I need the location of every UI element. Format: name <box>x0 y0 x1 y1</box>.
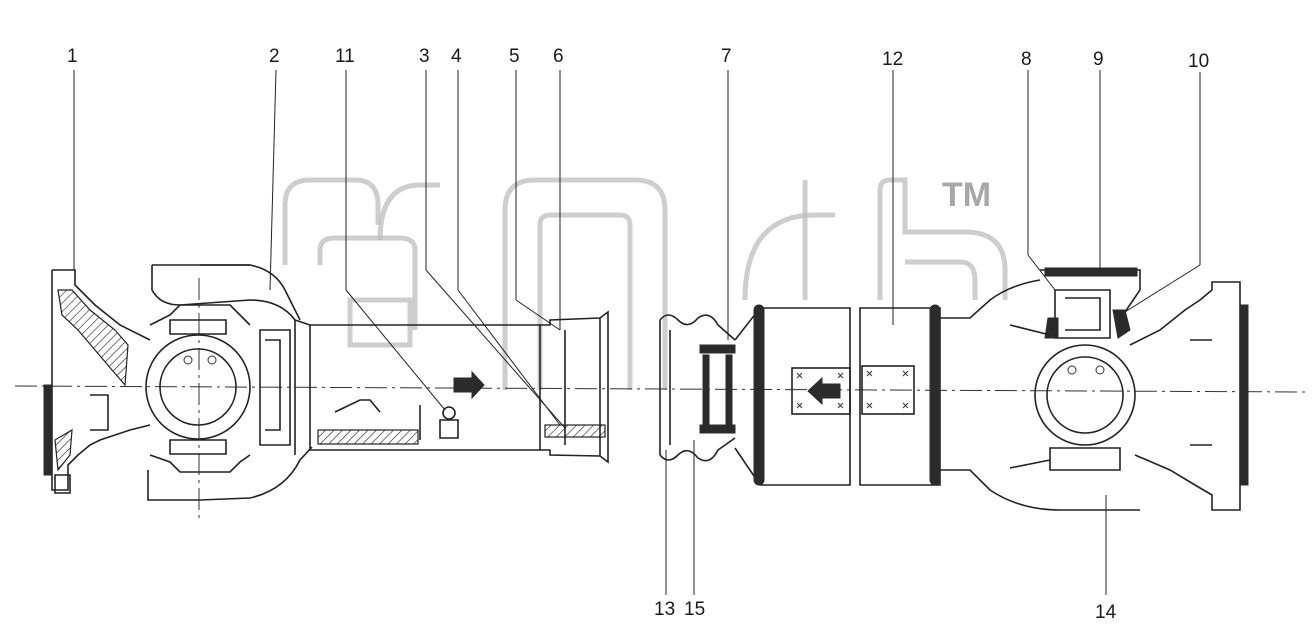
callout-15: 15 <box>684 599 705 620</box>
callout-labels: 1 2 11 3 4 5 6 7 12 8 9 10 13 15 14 <box>67 46 1209 623</box>
watermark: TM <box>282 176 1008 390</box>
center-tube <box>734 304 941 486</box>
left-flange-yoke <box>43 269 151 494</box>
slip-yoke <box>147 264 313 501</box>
trademark-mark: TM <box>942 176 991 214</box>
leader-lines <box>73 69 1201 595</box>
callout-10: 10 <box>1188 51 1209 72</box>
callout-12: 12 <box>882 49 903 70</box>
callout-14: 14 <box>1095 602 1117 623</box>
callout-9: 9 <box>1093 49 1104 70</box>
callout-4: 4 <box>451 46 462 67</box>
callout-3: 3 <box>419 46 430 67</box>
callout-6: 6 <box>553 46 564 67</box>
callout-5: 5 <box>509 46 520 67</box>
callout-13: 13 <box>654 599 675 620</box>
splined-tube-section <box>309 324 606 451</box>
callout-7: 7 <box>721 46 732 67</box>
right-universal-joint <box>940 267 1141 511</box>
left-universal-joint <box>145 304 251 473</box>
shaft-axis <box>14 385 1311 393</box>
right-flange-yoke <box>1129 281 1249 511</box>
callout-8: 8 <box>1021 49 1032 70</box>
callout-2: 2 <box>269 46 280 67</box>
callout-11: 11 <box>335 46 355 67</box>
dust-cap-housing <box>540 310 609 464</box>
callout-1: 1 <box>67 46 78 67</box>
protective-bellows <box>659 314 736 462</box>
